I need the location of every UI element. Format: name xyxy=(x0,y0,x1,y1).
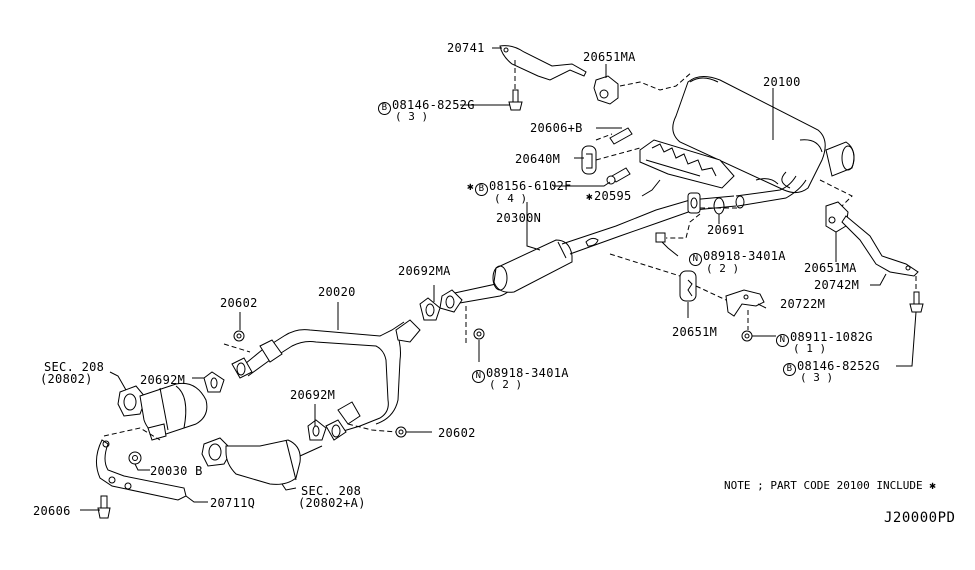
label-20722M[interactable]: 20722M xyxy=(780,297,826,311)
front-y-pipe-20020[interactable] xyxy=(231,319,421,441)
gasket-20691[interactable] xyxy=(713,197,725,215)
qty-nut-08918-mid: ( 2 ) xyxy=(489,378,523,391)
label-20020[interactable]: 20020 xyxy=(318,285,356,299)
part-number: 08918-3401A xyxy=(486,366,569,380)
nut-mark-icon: N xyxy=(689,253,702,266)
label-20606[interactable]: 20606 xyxy=(33,504,71,518)
nut-mark-icon: N xyxy=(776,334,789,347)
label-20300N[interactable]: 20300N xyxy=(496,211,542,225)
bolt-mark-icon: B xyxy=(783,363,796,376)
diagram-code: J20000PD xyxy=(884,510,956,526)
qty-nut-08918-right: ( 2 ) xyxy=(706,262,740,275)
label-20692M-left[interactable]: 20692M xyxy=(140,373,186,387)
bolt-08156[interactable] xyxy=(606,167,631,185)
label-sec208-a-ref[interactable]: (20802) xyxy=(40,372,93,386)
insulator-20651M[interactable] xyxy=(679,270,697,302)
label-20692M-mid[interactable]: 20692M xyxy=(290,388,336,402)
diagram-note: NOTE ; PART CODE 20100 INCLUDE ✱ xyxy=(724,479,936,492)
bolt-08146-right[interactable] xyxy=(909,291,924,313)
label-20651MA-right[interactable]: 20651MA xyxy=(804,261,857,275)
main-muffler-20100[interactable] xyxy=(672,76,855,209)
label-20602-top[interactable]: 20602 xyxy=(220,296,258,310)
label-20030B[interactable]: 20030 B xyxy=(150,464,203,478)
nut-20030B[interactable] xyxy=(128,451,142,465)
label-20651MA-top[interactable]: 20651MA xyxy=(583,50,636,64)
label-20595[interactable]: ✱20595 xyxy=(586,190,632,203)
gasket-20692M-left[interactable] xyxy=(203,371,225,393)
included-star-icon: ✱ xyxy=(467,180,474,193)
nut-mark-icon: N xyxy=(472,370,485,383)
label-20691[interactable]: 20691 xyxy=(707,223,745,237)
label-20100[interactable]: 20100 xyxy=(763,75,801,89)
catalyst-sec208-20802A[interactable] xyxy=(201,437,323,485)
gasket-20692MA[interactable] xyxy=(419,297,441,321)
bolt-mark-icon: B xyxy=(378,102,391,115)
nut-20602-bottom[interactable] xyxy=(395,426,407,438)
part-number: 08146-8252G xyxy=(392,98,475,112)
label-20692MA[interactable]: 20692MA xyxy=(398,264,451,278)
qty-bolt-08146-top: ( 3 ) xyxy=(395,110,429,123)
bolt-20606B[interactable] xyxy=(609,127,633,145)
bracket-20722M[interactable] xyxy=(725,289,765,317)
part-number: 08146-8252G xyxy=(797,359,880,373)
center-pipe-20300N[interactable] xyxy=(439,192,737,313)
insulator-20640M[interactable] xyxy=(581,145,597,175)
nut-08911[interactable] xyxy=(741,330,753,342)
label-20606B[interactable]: 20606+B xyxy=(530,121,583,135)
bolt-08146-top[interactable] xyxy=(508,89,523,111)
bolt-20606[interactable] xyxy=(97,495,111,519)
catalyst-sec208-20802[interactable] xyxy=(117,382,208,441)
part-number: 08911-1082G xyxy=(790,330,873,344)
nut-08918-mid[interactable] xyxy=(473,328,485,340)
bracket-20742M[interactable] xyxy=(841,215,919,277)
nut-08918-right[interactable] xyxy=(655,232,666,243)
qty-bolt-08146-right: ( 3 ) xyxy=(800,371,834,384)
label-20741[interactable]: 20741 xyxy=(447,41,485,55)
insulator-20651MA-top[interactable] xyxy=(593,75,619,105)
part-number: 08156-6102F xyxy=(488,179,572,193)
label-sec208-a[interactable]: SEC. 208 xyxy=(44,360,105,374)
label-20711Q[interactable]: 20711Q xyxy=(210,496,256,510)
part-number: 20595 xyxy=(593,189,632,203)
bracket-20711Q[interactable] xyxy=(96,439,187,501)
bolt-mark-icon: B xyxy=(474,183,488,196)
included-star-icon: ✱ xyxy=(586,190,593,203)
label-20651M[interactable]: 20651M xyxy=(672,325,718,339)
heat-shield-20595[interactable] xyxy=(639,139,735,189)
label-20640M[interactable]: 20640M xyxy=(515,152,561,166)
label-sec208-b[interactable]: SEC. 208 xyxy=(301,484,362,498)
label-20742M[interactable]: 20742M xyxy=(814,278,860,292)
insulator-20651MA-right[interactable] xyxy=(825,201,849,233)
qty-nut-08911: ( 1 ) xyxy=(793,342,827,355)
part-number: 08918-3401A xyxy=(703,249,786,263)
gasket-20692M-mid[interactable] xyxy=(307,419,327,441)
bracket-20741[interactable] xyxy=(499,45,587,81)
label-20602-bottom[interactable]: 20602 xyxy=(438,426,476,440)
nut-20602-top[interactable] xyxy=(233,330,245,342)
label-sec208-b-ref[interactable]: (20802+A) xyxy=(298,496,366,510)
qty-bolt-08156: ( 4 ) xyxy=(494,192,528,205)
